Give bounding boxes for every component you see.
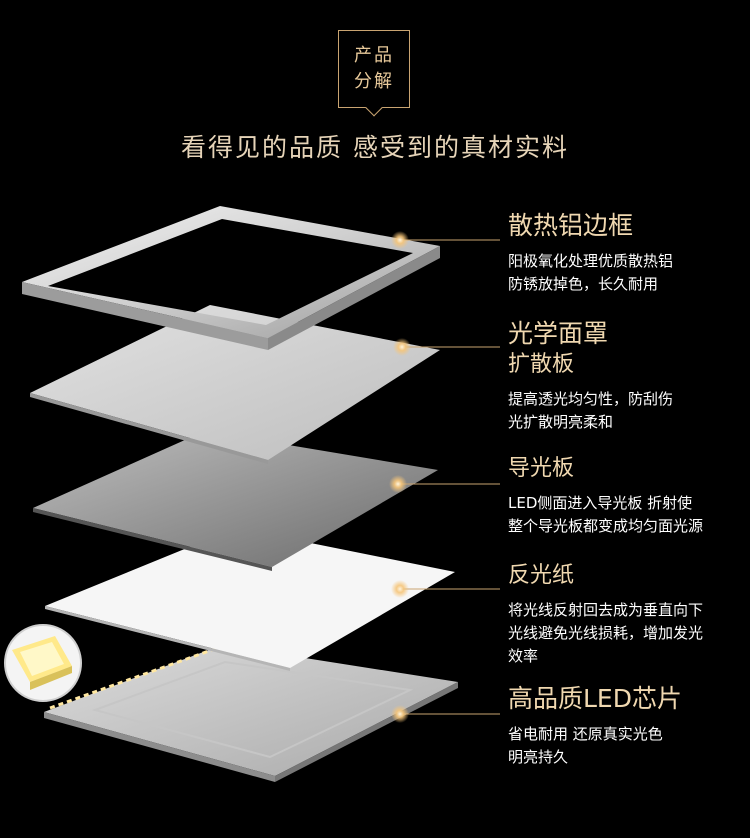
callout-leader-reflect bbox=[391, 580, 500, 598]
callout-leader-frame bbox=[391, 231, 500, 249]
callout-leader-guide bbox=[389, 475, 500, 493]
callout-title: 反光纸 bbox=[508, 563, 575, 588]
badge-line-2: 分解 bbox=[354, 71, 394, 92]
callout-desc-line: 效率 bbox=[508, 647, 539, 665]
callout-description: 提高透光均匀性，防刮伤 光扩散明亮柔和 bbox=[508, 388, 673, 434]
callout-leader-led bbox=[391, 705, 500, 723]
callout-leader-cover bbox=[393, 338, 500, 356]
callout-description: LED侧面进入导光板 折射使 整个导光板都变成均匀面光源 bbox=[508, 492, 703, 538]
callout-desc-line: 整个导光板都变成均匀面光源 bbox=[508, 517, 704, 535]
callout-subtitle: 扩散板 bbox=[508, 352, 575, 377]
callout-desc-line: 省电耐用 还原真实光色 bbox=[508, 725, 663, 743]
callout-desc-line: 将光线反射回去成为垂直向下 bbox=[508, 601, 704, 619]
callout-description: 将光线反射回去成为垂直向下 光线避免光线损耗，增加发光 效率 bbox=[508, 599, 703, 668]
callout-title: 光学面罩 bbox=[508, 319, 609, 348]
callout-desc-line: 明亮持久 bbox=[508, 748, 569, 766]
callout-title: 散热铝边框 bbox=[508, 211, 634, 240]
callout-desc-line: 防锈放掉色，长久耐用 bbox=[508, 275, 659, 293]
section-badge: 产品 分解 bbox=[338, 30, 410, 117]
light-guide-plate-layer bbox=[33, 431, 438, 571]
page-headline: 看得见的品质 感受到的真材实料 bbox=[181, 133, 569, 162]
callout-aluminum-frame: 散热铝边框 阳极氧化处理优质散热铝 防锈放掉色，长久耐用 bbox=[508, 210, 673, 296]
led-base-plate bbox=[44, 645, 458, 782]
callout-desc-line: LED侧面进入导光板 折射使 bbox=[508, 494, 693, 512]
callout-description: 阳极氧化处理优质散热铝 防锈放掉色，长久耐用 bbox=[508, 250, 673, 296]
callout-led-chip: 高品质LED芯片 省电耐用 还原真实光色 明亮持久 bbox=[508, 683, 682, 769]
callout-desc-line: 提高透光均匀性，防刮伤 bbox=[508, 390, 674, 408]
callout-description: 省电耐用 还原真实光色 明亮持久 bbox=[508, 723, 682, 769]
callout-desc-line: 光扩散明亮柔和 bbox=[508, 413, 614, 431]
callout-optical-cover: 光学面罩 扩散板 提高透光均匀性，防刮伤 光扩散明亮柔和 bbox=[508, 318, 673, 434]
led-chip-magnifier bbox=[4, 624, 82, 702]
callout-reflective-paper: 反光纸 将光线反射回去成为垂直向下 光线避免光线损耗，增加发光 效率 bbox=[508, 561, 703, 668]
diffuser-cover-layer bbox=[30, 305, 440, 464]
reflective-paper-layer bbox=[45, 528, 455, 671]
callout-title: 高品质LED芯片 bbox=[508, 684, 682, 713]
callout-light-guide: 导光板 LED侧面进入导光板 折射使 整个导光板都变成均匀面光源 bbox=[508, 454, 703, 538]
callout-desc-line: 阳极氧化处理优质散热铝 bbox=[508, 252, 674, 270]
aluminum-frame-layer bbox=[22, 206, 440, 350]
badge-line-1: 产品 bbox=[354, 45, 394, 66]
callout-title: 导光板 bbox=[508, 456, 575, 481]
callout-desc-line: 光线避免光线损耗，增加发光 bbox=[508, 624, 704, 642]
